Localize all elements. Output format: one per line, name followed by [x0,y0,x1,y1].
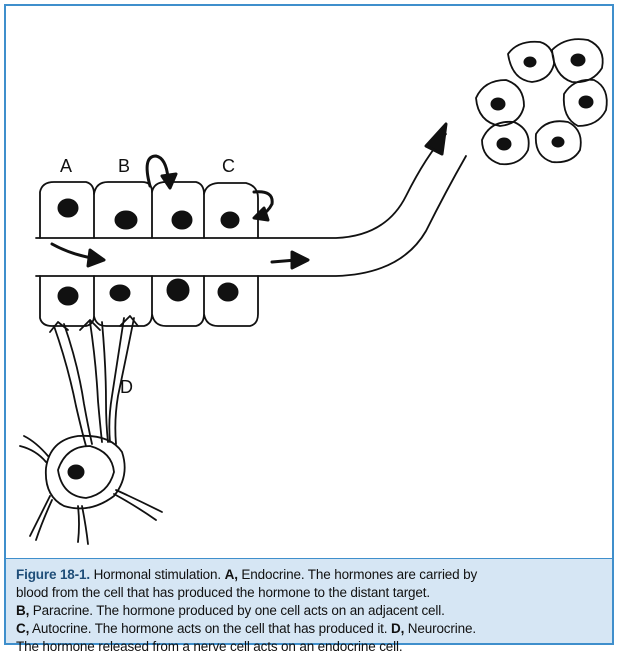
upper-cell-1 [39,181,95,239]
label-a: A [60,156,72,176]
nucleus-upper-1 [57,198,79,218]
caption-line-3: B, Paracrine. The hormone produced by on… [16,602,602,620]
target-cell-5 [481,120,530,166]
vessel-lower-wall [35,155,467,277]
figure-caption: Figure 18-1. Hormonal stimulation. A, En… [6,558,612,654]
caption-text-a: Endocrine. The hormones are carried by [237,567,478,582]
figure-number: Figure 18-1. [16,567,90,582]
nerve-terminal-right [119,315,139,327]
target-cell-6 [534,120,582,164]
arrowhead-endocrine-bend [86,248,106,268]
arrowhead-paracrine [160,172,178,190]
nucleus-target-2 [570,53,586,67]
arrow-endocrine-bend [50,242,94,260]
caption-line-4: C, Autocrine. The hormone acts on the ce… [16,620,602,638]
target-cell-4 [562,78,608,127]
nucleus-target-5 [496,137,512,151]
caption-text-d: Neurocrine. [404,621,476,636]
nerve-terminal-mid [79,319,101,331]
caption-line-5: The hormone released from a nerve cell a… [16,639,403,654]
nucleus-lower-3 [166,278,190,302]
nucleus-target-4 [578,95,594,109]
nerve-cell-body [44,434,126,510]
caption-text-c: Autocrine. The hormone acts on the cell … [29,621,391,636]
nucleus-nerve [67,464,85,480]
upper-cell-3 [151,181,205,239]
target-cell-3 [475,79,525,127]
nerve-terminal-left [49,321,69,333]
arrow-paracrine [145,154,170,188]
caption-key-a: A, [224,567,238,582]
figure-frame: A B C D Figure 18-1. Hormonal stimulatio… [4,4,614,654]
nerve-axon [53,317,135,447]
nerve-cell-inner [57,445,115,499]
caption-line-1: Figure 18-1. Hormonal stimulation. A, En… [16,566,602,584]
caption-text-b: Paracrine. The hormone produced by one c… [29,603,445,618]
nucleus-lower-1 [57,286,79,306]
caption-key-d: D, [390,621,405,636]
nucleus-target-3 [490,97,506,111]
hormonal-stimulation-illustration: A B C D [19,38,608,545]
upper-cell-2 [93,181,153,239]
nucleus-upper-4 [220,211,240,229]
arrowhead-to-target [424,122,448,156]
lower-cell-row [39,275,259,327]
caption-title: Hormonal stimulation. [89,567,225,582]
caption-line-2: blood from the cell that has produced th… [16,585,430,600]
nucleus-target-6 [551,136,565,148]
nucleus-lower-4 [217,282,239,302]
nucleus-upper-2 [114,210,138,230]
label-d: D [120,377,133,397]
nucleus-upper-3 [171,210,193,230]
nucleus-lower-2 [109,284,131,302]
caption-key-b: B, [16,603,30,618]
caption-key-c: C, [16,621,30,636]
arrowhead-autocrine [252,206,270,222]
label-b: B [118,156,130,176]
label-c: C [222,156,235,176]
nucleus-target-1 [523,56,537,68]
arrowhead-blood-flow [290,250,310,270]
target-cell-2 [551,38,604,84]
nerve-dendrites [19,435,163,545]
upper-cell-4 [203,182,259,239]
